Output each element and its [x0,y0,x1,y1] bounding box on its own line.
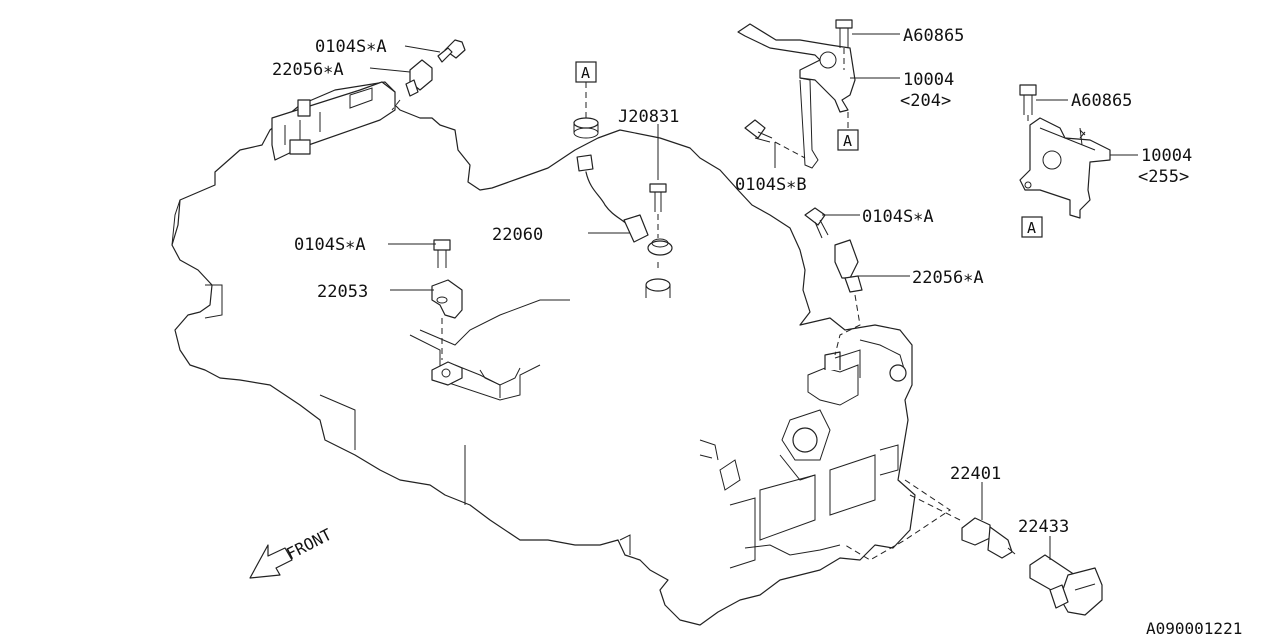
label-bracket-255: 10004 [1141,146,1192,166]
label-bolt-b: 0104S∗B [735,175,807,195]
label-bracket-204: 10004 [903,70,954,90]
label-cam-sensor: 22053 [317,282,368,302]
cam-sensor-icon [431,279,463,360]
label-bolt-a-top: 0104S∗A [315,37,387,57]
diagram-ref-number: A090001221 [1146,619,1242,638]
engine-block-outline [171,81,916,626]
bracket-255-icon [1019,84,1111,219]
sensor-right-icon [834,239,863,356]
cylinder-head-left [271,81,396,161]
bracket-204-icon [737,19,856,169]
leader-lines [369,33,1138,560]
ref-a-center-box: A [575,61,597,83]
ref-a-center: A [581,64,590,82]
label-pin-j20831: J20831 [618,107,679,127]
knock-sensor-icon [576,154,673,298]
bolt-top-left-icon [437,39,466,63]
label-bracket-255-sub: <255> [1138,167,1189,187]
sensor-top-left-icon [391,59,433,111]
label-bolt-a-mid-right: 0104S∗A [862,207,934,227]
pin-j20831-icon [649,183,667,238]
label-spark-plug: 22401 [950,464,1001,484]
label-bolt-a60865-right: A60865 [1071,91,1132,111]
ref-a-right: A [1027,219,1036,237]
ref-a-bracket: A [843,132,852,150]
label-knock-sensor: 22060 [492,225,543,245]
dowel-center-icon [573,82,599,139]
bolt-mid-right-icon [804,207,829,239]
front-arrow-icon [249,544,293,579]
label-ignition-coil: 22433 [1018,517,1069,537]
ignition-coil-icon [1029,554,1103,616]
label-bolt-a60865-upper: A60865 [903,26,964,46]
front-label: FRONT [283,525,335,564]
engine-front-right [699,339,907,569]
label-sensor-right: 22056∗A [912,268,984,288]
ref-a-bracket-box: A [837,129,859,151]
label-sensor-top: 22056∗A [272,60,344,80]
label-bracket-204-sub: <204> [900,91,951,111]
bolt-left-icon [433,239,451,268]
label-bolt-a-left: 0104S∗A [294,235,366,255]
bolt-b-icon [744,119,806,159]
spark-plug-icon [961,517,1016,559]
ref-a-right-box: A [1021,216,1043,238]
